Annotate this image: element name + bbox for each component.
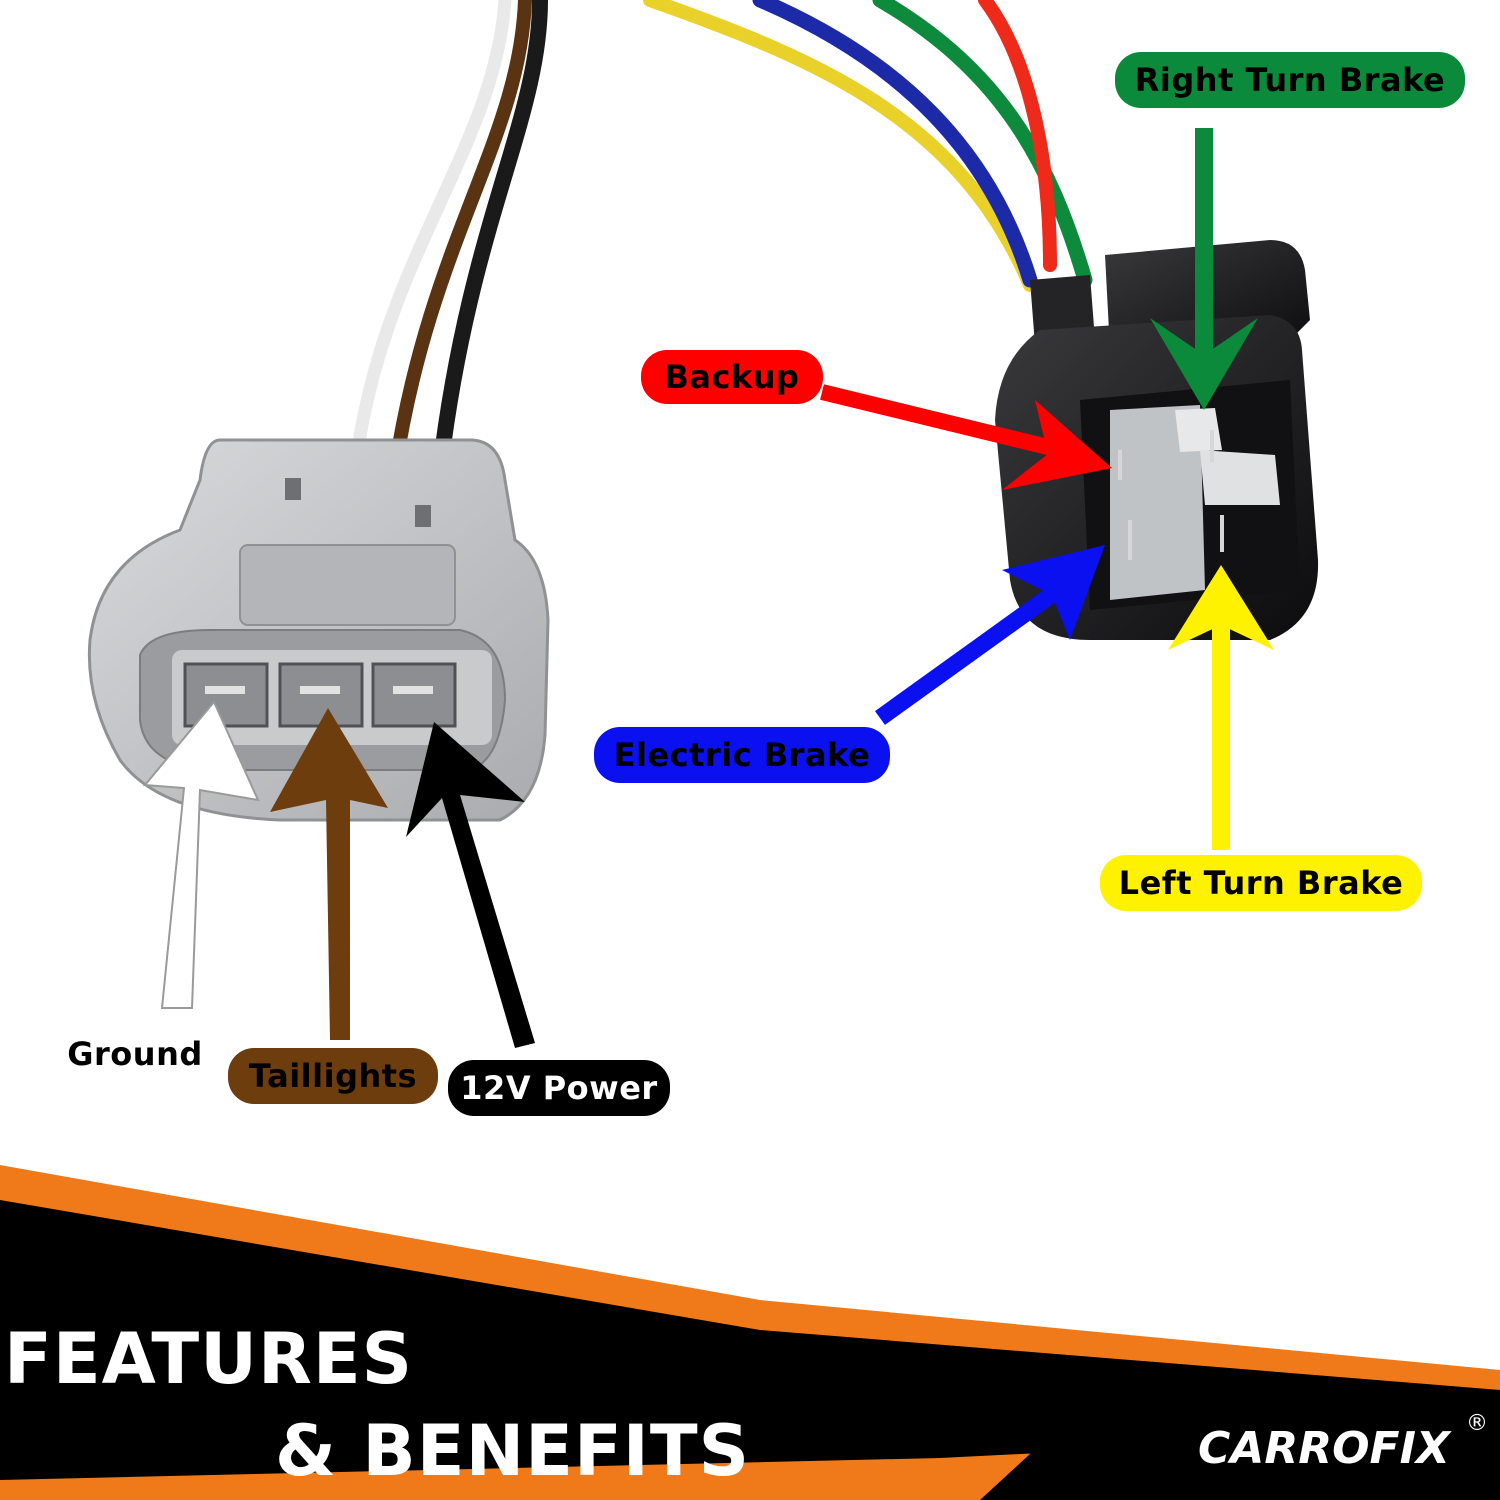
label-right-turn-brake: Right Turn Brake <box>1115 52 1465 108</box>
arrow-12v-power <box>406 722 535 1048</box>
right-wires <box>643 0 1093 292</box>
promo-band <box>0 1165 1500 1500</box>
arrow-electric-brake <box>875 545 1105 725</box>
brand-logo: CARROFIX <box>1198 1423 1450 1474</box>
label-ground: Ground <box>67 1035 203 1073</box>
label-electric-brake: Electric Brake <box>594 727 890 783</box>
promo-heading-features: FEATURES <box>4 1318 414 1400</box>
label-left-turn-brake: Left Turn Brake <box>1100 855 1422 911</box>
arrow-right-turn-brake <box>1150 128 1258 410</box>
promo-heading-benefits: & BENEFITS <box>275 1410 751 1492</box>
registered-mark: ® <box>1466 1411 1488 1436</box>
label-12v-power: 12V Power <box>448 1060 670 1116</box>
arrow-backup <box>820 384 1112 490</box>
arrow-taillights <box>270 708 388 1040</box>
arrow-left-turn-brake <box>1168 565 1274 850</box>
label-taillights: Taillights <box>228 1048 438 1104</box>
label-backup: Backup <box>641 350 823 404</box>
arrow-ground <box>142 700 260 1009</box>
left-wires <box>348 0 548 478</box>
